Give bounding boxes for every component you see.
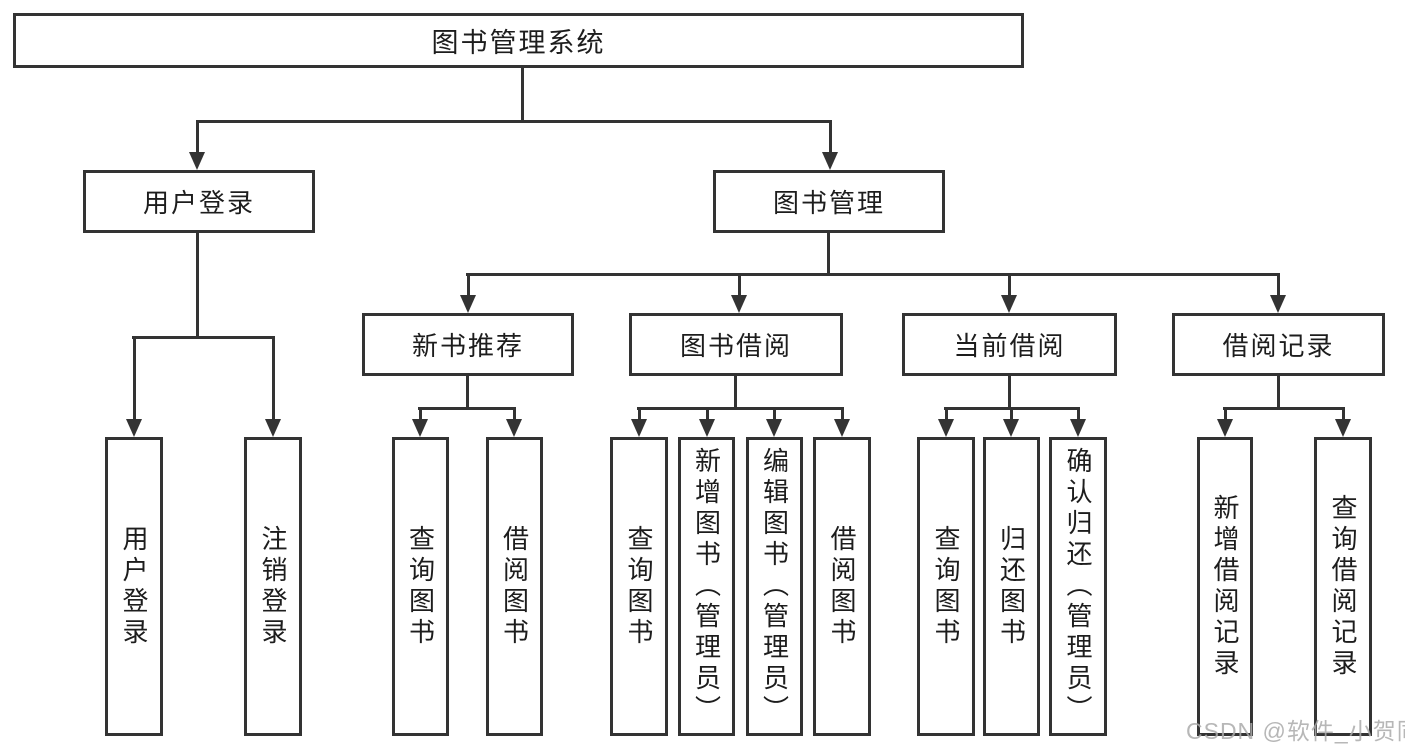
node-user-login: 用户登录 (83, 170, 315, 233)
arrow-bb-edit-icon (766, 419, 782, 437)
leaf-logout: 注销登录 (244, 437, 302, 736)
leaf-bb-borrow-books: 借阅图书 (813, 437, 871, 736)
leaf-cb-query-books: 查询图书 (917, 437, 975, 736)
arrow-br-add-icon (1217, 419, 1233, 437)
connector-user-login-trunk (196, 233, 199, 336)
node-library-system-label: 图书管理系统 (431, 28, 606, 58)
connector-stem-user-login (196, 120, 199, 154)
node-borrow-records-label: 借阅记录 (1222, 331, 1335, 361)
arrow-user-login-icon (189, 152, 205, 170)
arrow-book-borrow-icon (731, 295, 747, 313)
node-current-borrow: 当前借阅 (902, 313, 1117, 376)
leaf-bb-query-books: 查询图书 (610, 437, 668, 736)
arrow-leaf-login-icon (126, 419, 142, 437)
connector-stem-br-query (1342, 407, 1345, 421)
leaf-nb-query-books-label: 查询图书 (405, 524, 436, 649)
leaf-bb-query-books-label: 查询图书 (624, 524, 654, 649)
connector-new-books-trunk (466, 376, 469, 407)
leaf-cb-return-books: 归还图书 (983, 437, 1040, 736)
leaf-bb-borrow-books-label: 借阅图书 (827, 524, 857, 649)
leaf-nb-borrow-books: 借阅图书 (486, 437, 543, 736)
arrow-nb-borrow-icon (506, 419, 522, 437)
leaf-cb-return-books-label: 归还图书 (996, 524, 1027, 649)
connector-book-mgmt-bar (466, 273, 1280, 276)
node-library-system: 图书管理系统 (13, 13, 1024, 68)
connector-book-mgmt-trunk (827, 233, 830, 273)
node-new-books-label: 新书推荐 (411, 331, 524, 361)
arrow-nb-query-icon (412, 419, 428, 437)
connector-stem-bb-borrow (841, 407, 844, 421)
connector-stem-leaf-login (133, 336, 136, 421)
connector-book-borrow-bar (637, 407, 844, 410)
connector-book-borrow-trunk (734, 376, 737, 407)
arrow-bb-borrow-icon (834, 419, 850, 437)
arrow-bb-add-icon (699, 419, 715, 437)
arrow-bb-query-icon (631, 419, 647, 437)
leaf-cb-confirm-return-label: 确认归还（管理员） (1063, 447, 1093, 726)
csdn-watermark: CSDN @软件_小贺同学 (1186, 718, 1405, 744)
arrow-cb-return-icon (1003, 419, 1019, 437)
connector-current-borrow-trunk (1008, 376, 1011, 407)
leaf-bb-edit-books-label: 编辑图书（管理员） (759, 447, 790, 726)
arrow-leaf-logout-icon (265, 419, 281, 437)
leaf-bb-add-books-label: 新增图书（管理员） (691, 447, 722, 726)
connector-root-trunk (521, 68, 524, 120)
leaf-br-query-record-label: 查询借阅记录 (1328, 493, 1358, 680)
connector-stem-br-add (1224, 407, 1227, 421)
connector-stem-bb-query (638, 407, 641, 421)
node-current-borrow-label: 当前借阅 (953, 331, 1066, 361)
leaf-br-query-record: 查询借阅记录 (1314, 437, 1372, 736)
node-book-mgmt-label: 图书管理 (772, 188, 885, 218)
connector-stem-leaf-logout (272, 336, 275, 421)
arrow-current-borrow-icon (1001, 295, 1017, 313)
connector-stem-cb-return (1010, 407, 1013, 421)
leaf-nb-query-books: 查询图书 (392, 437, 449, 736)
node-borrow-records: 借阅记录 (1172, 313, 1385, 376)
node-user-login-label: 用户登录 (142, 188, 255, 218)
connector-stem-cb-query (945, 407, 948, 421)
arrow-cb-query-icon (938, 419, 954, 437)
leaf-cb-confirm-return: 确认归还（管理员） (1049, 437, 1107, 736)
node-new-books: 新书推荐 (362, 313, 574, 376)
connector-stem-book-mgmt (829, 120, 832, 154)
connector-borrow-records-bar (1223, 407, 1345, 410)
arrow-br-query-icon (1335, 419, 1351, 437)
connector-stem-book-borrow (738, 273, 741, 297)
leaf-br-add-record: 新增借阅记录 (1197, 437, 1253, 736)
arrow-new-books-icon (460, 295, 476, 313)
node-book-borrow: 图书借阅 (629, 313, 843, 376)
leaf-br-add-record-label: 新增借阅记录 (1210, 493, 1240, 680)
connector-stem-nb-query (419, 407, 422, 421)
node-book-borrow-label: 图书借阅 (679, 331, 792, 361)
leaf-cb-query-books-label: 查询图书 (931, 524, 961, 649)
arrow-book-mgmt-icon (822, 152, 838, 170)
connector-root-bar (196, 120, 832, 123)
connector-stem-new-books (467, 273, 470, 297)
connector-new-books-bar (418, 407, 516, 410)
leaf-bb-add-books: 新增图书（管理员） (678, 437, 735, 736)
leaf-user-login-label: 用户登录 (119, 524, 149, 649)
connector-stem-current-borrow (1008, 273, 1011, 297)
arrow-borrow-records-icon (1270, 295, 1286, 313)
connector-stem-bb-add (706, 407, 709, 421)
arrow-cb-confirm-icon (1070, 419, 1086, 437)
connector-borrow-records-trunk (1277, 376, 1280, 407)
connector-stem-nb-borrow (513, 407, 516, 421)
leaf-bb-edit-books: 编辑图书（管理员） (746, 437, 803, 736)
connector-stem-bb-edit (773, 407, 776, 421)
node-book-mgmt: 图书管理 (713, 170, 945, 233)
connector-stem-cb-confirm (1077, 407, 1080, 421)
leaf-nb-borrow-books-label: 借阅图书 (499, 524, 530, 649)
connector-user-login-bar (132, 336, 274, 339)
leaf-logout-label: 注销登录 (258, 524, 288, 649)
connector-stem-borrow-records (1277, 273, 1280, 297)
leaf-user-login: 用户登录 (105, 437, 163, 736)
